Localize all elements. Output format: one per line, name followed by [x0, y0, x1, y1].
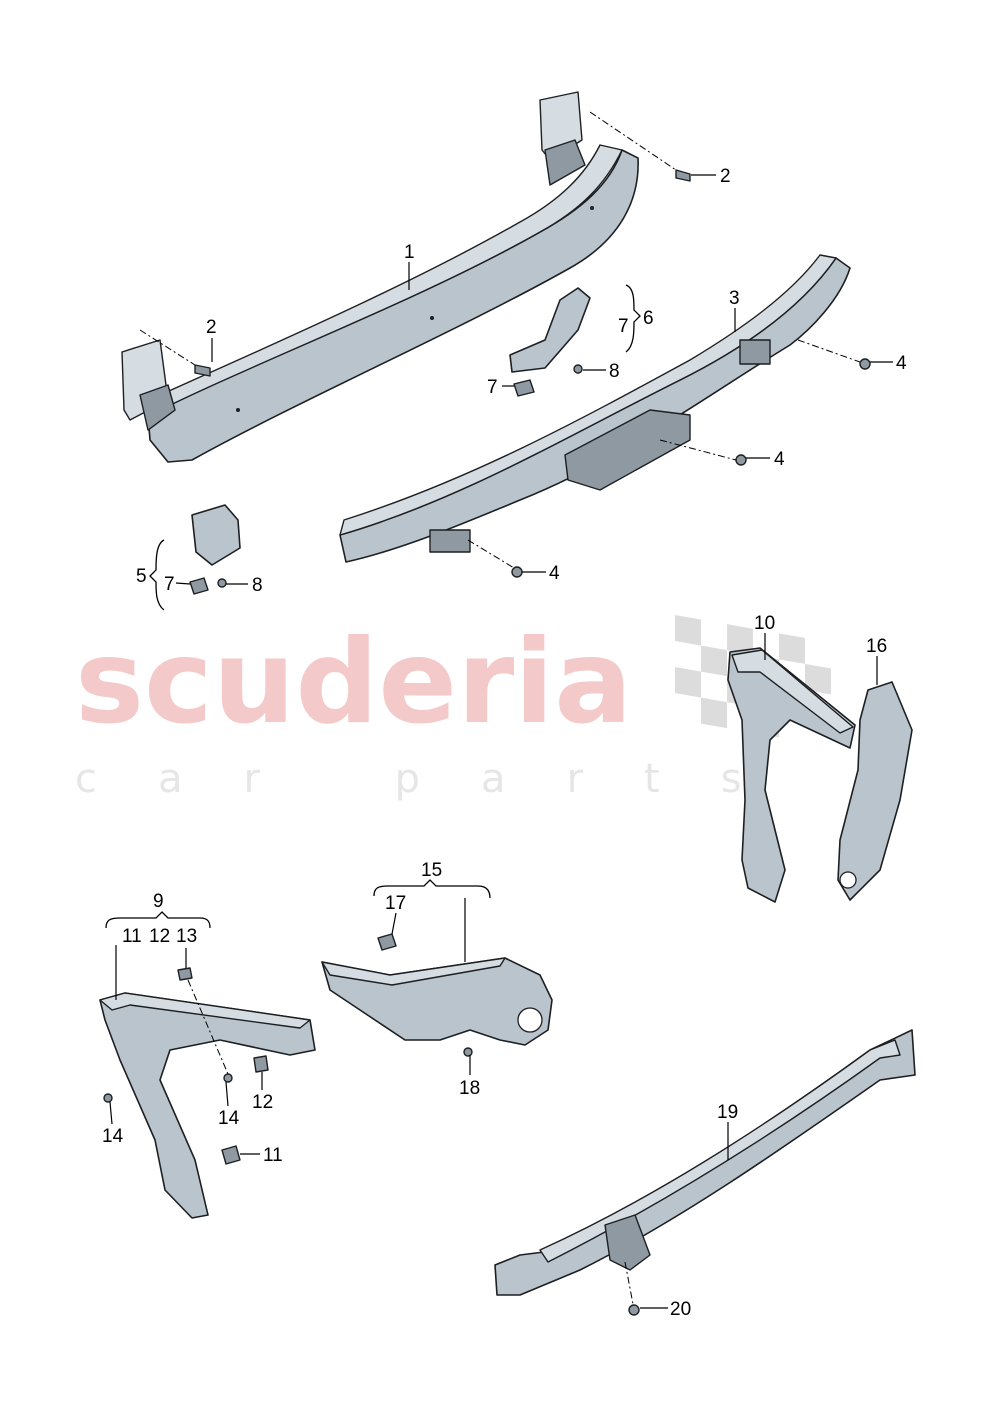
callout-2: 2 [206, 317, 217, 338]
part-1-bumper-reinforcement [121, 91, 639, 463]
part-7-nut [189, 379, 535, 595]
callout-labels: 1 2 2 3 4 4 4 5 6 7 7 7 8 8 9 10 11 11 1… [102, 166, 907, 1320]
part-14-screw [103, 1093, 113, 1103]
callout-15: 15 [421, 860, 442, 881]
callout-12: 12 [252, 1092, 273, 1113]
callout-17: 17 [385, 893, 406, 914]
callout-11: 11 [122, 926, 142, 947]
callout-12: 12 [149, 926, 170, 947]
callout-6: 6 [643, 308, 654, 329]
part-4-clip [511, 566, 523, 578]
callout-19: 19 [717, 1102, 738, 1123]
part-11-nut [221, 1145, 241, 1165]
callout-14: 14 [218, 1108, 240, 1129]
part-13-nut [177, 967, 193, 981]
callout-4: 4 [774, 449, 785, 470]
part-6-bracket [509, 287, 591, 373]
callout-9: 9 [153, 891, 164, 912]
part-5-bracket [191, 504, 241, 566]
callout-4: 4 [896, 353, 907, 374]
callout-11: 11 [263, 1145, 283, 1166]
part-2-screw [194, 364, 211, 377]
part-15-corner-bracket [321, 957, 553, 1046]
callout-13: 13 [176, 926, 197, 947]
part-8-screw [573, 364, 583, 374]
part-2-screw [675, 169, 691, 182]
callout-18: 18 [459, 1078, 480, 1099]
part-8-screw [217, 578, 227, 588]
callout-10: 10 [754, 613, 775, 634]
callout-7: 7 [618, 316, 629, 337]
part-4-clip [735, 454, 747, 466]
callout-5: 5 [136, 566, 147, 587]
leader-lines [109, 174, 893, 1309]
callout-7: 7 [164, 574, 175, 595]
watermark-tagline: car parts [75, 756, 803, 802]
fasteners [103, 169, 871, 1316]
callout-4: 4 [549, 563, 560, 584]
part-16-side-bracket [837, 681, 913, 901]
part-4-clip [859, 358, 871, 370]
callout-20: 20 [670, 1299, 691, 1320]
part-9-side-bracket [99, 992, 316, 1219]
part-17-nut [377, 933, 397, 951]
watermark-brand: scuderia [75, 615, 632, 750]
part-12-clip [253, 1055, 269, 1073]
part-20-nut [628, 1304, 640, 1316]
callout-16: 16 [866, 636, 887, 657]
part-3-energy-absorber [339, 254, 851, 563]
callout-3: 3 [729, 288, 740, 309]
callout-8: 8 [252, 575, 263, 596]
part-18-screw [463, 1047, 473, 1057]
callout-7: 7 [487, 377, 498, 398]
part-10-side-bracket [727, 647, 856, 903]
callout-8: 8 [609, 361, 620, 382]
callout-14: 14 [102, 1126, 124, 1147]
callout-2: 2 [720, 166, 731, 187]
callout-1: 1 [404, 242, 415, 263]
assembly-lines [139, 111, 861, 1305]
part-19-lower-bar [494, 1029, 916, 1296]
part-14-screw [223, 1073, 233, 1083]
watermark: scuderia car parts [75, 615, 831, 802]
braces [105, 284, 641, 929]
